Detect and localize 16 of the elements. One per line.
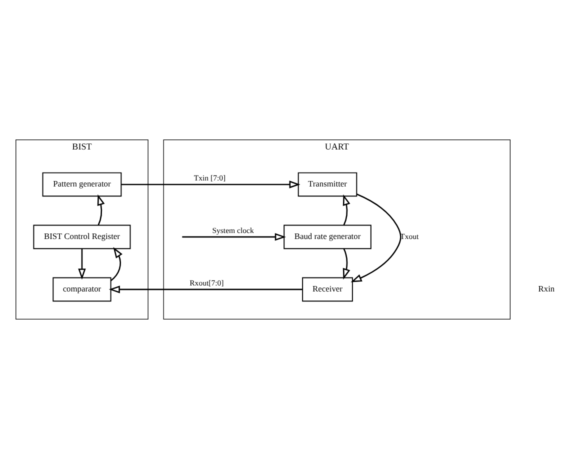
arrow — [121, 180, 300, 188]
arrow — [108, 285, 302, 293]
node-box: Baud rate generator — [284, 224, 372, 249]
arrow — [182, 232, 286, 240]
node-box: comparator — [52, 276, 112, 302]
node-box: Receiver — [302, 276, 353, 302]
arrow — [342, 194, 350, 225]
node-box: Pattern generator — [42, 172, 122, 196]
arrow — [97, 194, 105, 225]
label: Rxin — [538, 283, 555, 294]
arrow — [350, 193, 402, 282]
node-box: Transmitter — [298, 172, 358, 196]
arrow — [78, 248, 86, 280]
arrow — [110, 246, 122, 281]
node-box: BIST Control Register — [33, 224, 131, 249]
arrow — [342, 248, 350, 280]
